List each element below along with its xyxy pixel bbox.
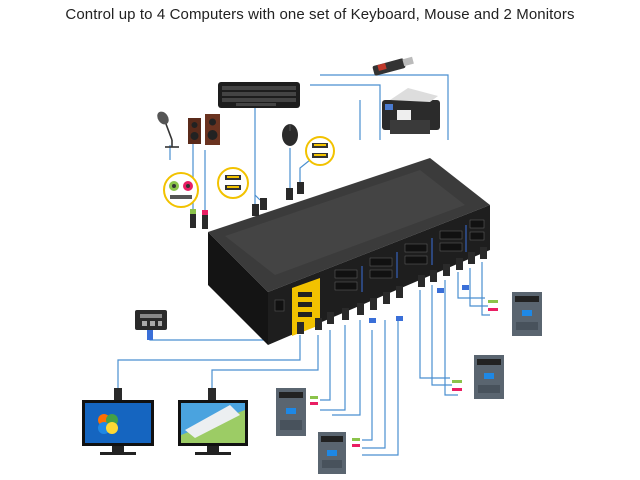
computer-tower-icon <box>276 388 306 436</box>
power-switch <box>274 299 285 312</box>
computer-tower-icon <box>318 432 346 474</box>
computer-tower-icon <box>474 355 504 399</box>
monitor-icon <box>178 388 248 455</box>
printer-icon <box>382 88 440 134</box>
audio-plugs <box>310 300 498 447</box>
usb-drive-icon <box>372 56 414 76</box>
usb-port-icon <box>305 136 335 166</box>
usb-port-icon <box>217 167 249 199</box>
speaker-icon <box>188 114 220 145</box>
remote-switch-icon <box>135 310 167 340</box>
audio-jack-icon <box>163 172 199 208</box>
cable-plugs <box>297 247 487 334</box>
monitor-icon <box>82 388 154 455</box>
mouse-icon <box>282 124 298 146</box>
kvm-switch <box>208 158 490 345</box>
microphone-icon <box>157 111 179 148</box>
top-plugs <box>190 182 304 229</box>
page-title: Control up to 4 Computers with one set o… <box>65 6 575 23</box>
keyboard-icon <box>218 82 300 108</box>
computer-tower-icon <box>512 292 542 336</box>
